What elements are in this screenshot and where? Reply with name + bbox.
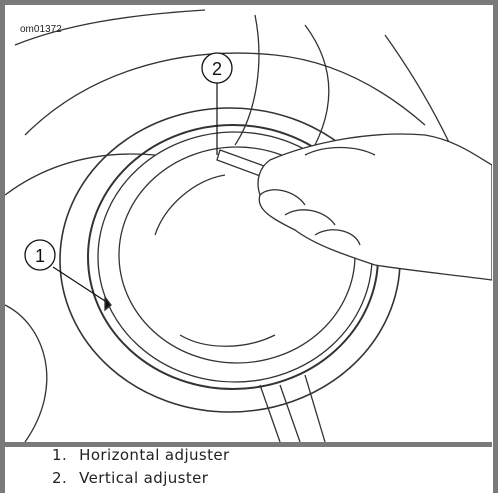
legend-item-2: 2. Vertical adjuster xyxy=(52,467,230,490)
legend-label: Vertical adjuster xyxy=(79,469,208,487)
figure-code: om01372 xyxy=(20,24,62,35)
legend: 1. Horizontal adjuster 2. Vertical adjus… xyxy=(52,444,230,490)
lens-reflection xyxy=(155,175,225,235)
fairing-outline xyxy=(5,305,47,442)
callout-2-label: 2 xyxy=(212,59,222,79)
callout-1-leader xyxy=(53,267,105,301)
legend-number: 2. xyxy=(52,467,74,490)
legend-label: Horizontal adjuster xyxy=(79,446,229,464)
fairing-curve-2 xyxy=(305,25,329,145)
legend-number: 1. xyxy=(52,444,74,467)
legend-item-1: 1. Horizontal adjuster xyxy=(52,444,230,467)
headlight-illustration: 1 2 xyxy=(5,5,492,447)
line-drawing: 1 2 xyxy=(5,5,492,442)
fork-left xyxy=(260,385,280,442)
fork-right xyxy=(305,375,325,442)
callout-1-label: 1 xyxy=(35,246,45,266)
fork-mid xyxy=(280,385,300,442)
lens-reflection-2 xyxy=(180,335,275,346)
hand-outline xyxy=(258,134,492,280)
